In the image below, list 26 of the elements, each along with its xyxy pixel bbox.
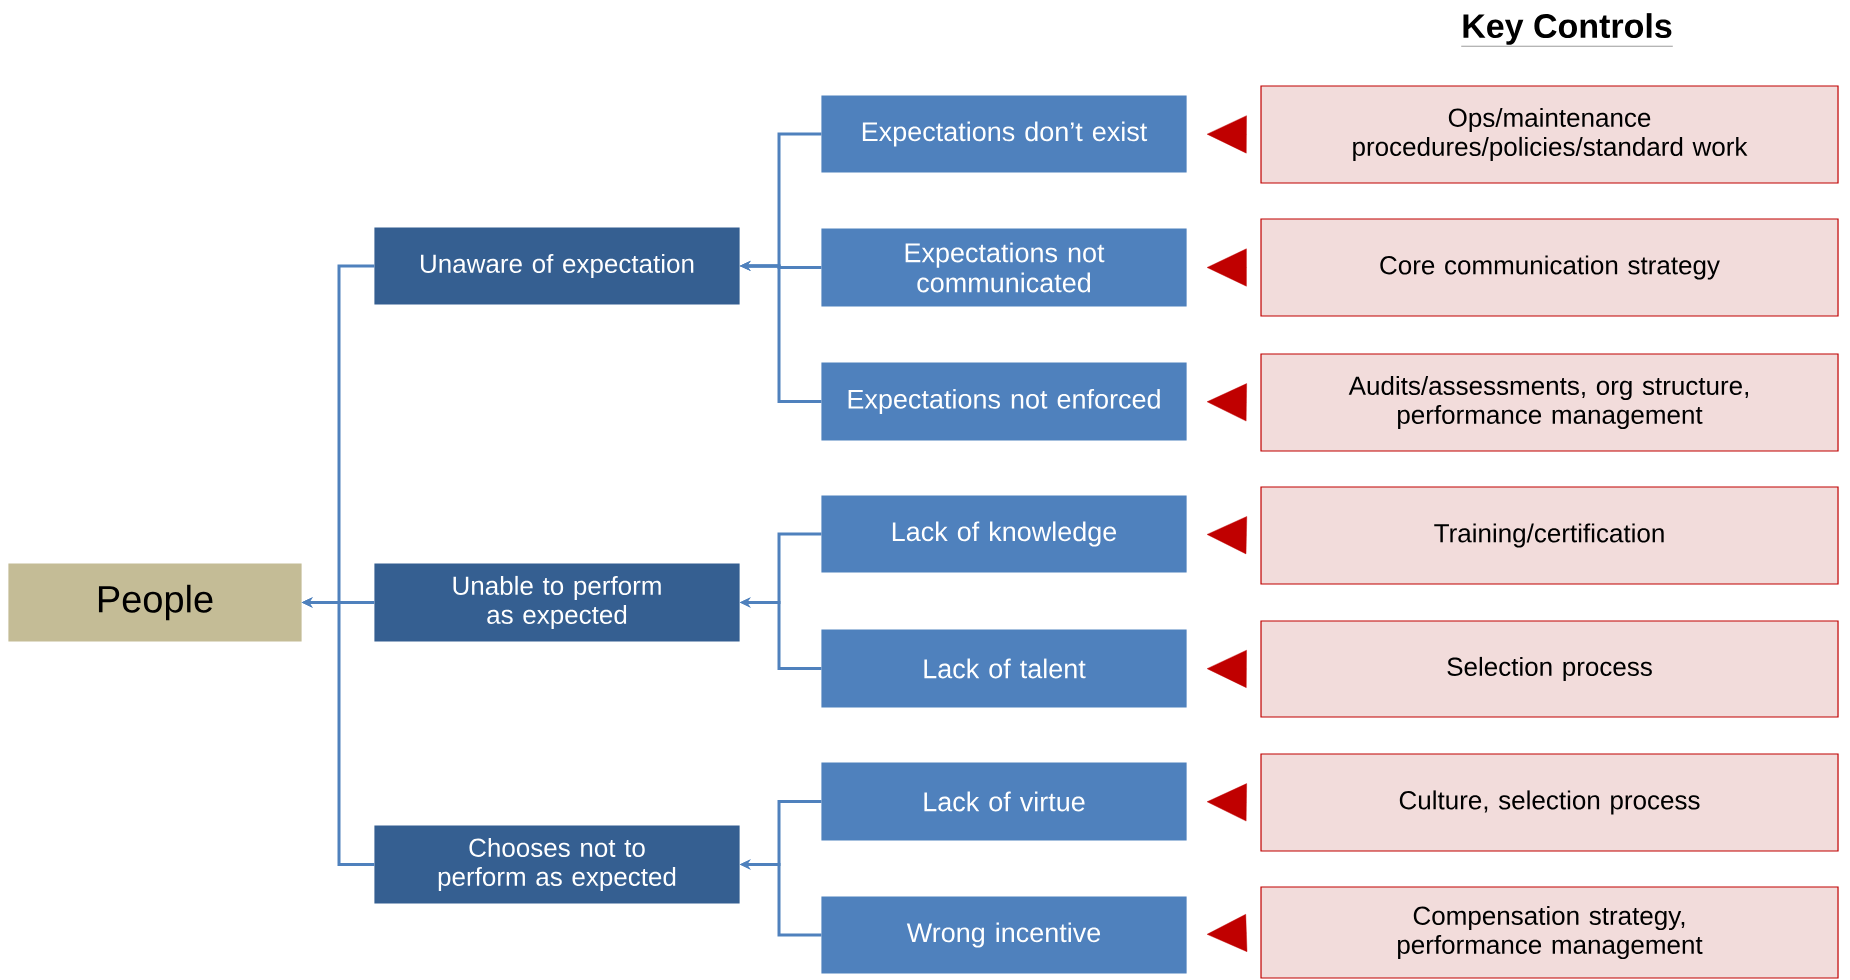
column-heading: Key Controls [1461, 13, 1673, 47]
cause-box: Lack of virtue [821, 762, 1187, 841]
category-box: Unaware of expectation [374, 227, 740, 305]
arrow [1206, 649, 1247, 688]
control-box: Training/certification [1260, 486, 1839, 585]
arrow [1206, 783, 1247, 822]
control-box: Core communication strategy [1260, 218, 1839, 317]
control-box: Ops/maintenance procedures/policies/standard work [1260, 85, 1839, 184]
control-box: Audits/assessments, org structure, performance management [1260, 353, 1839, 452]
root-box: People [8, 563, 302, 642]
arrow [1206, 115, 1247, 154]
arrow [1206, 914, 1248, 952]
arrow [1206, 516, 1247, 555]
cause-box: Wrong incentive [821, 896, 1187, 974]
cause-box: Expectations not communicated [821, 228, 1187, 307]
arrow [1206, 383, 1247, 422]
cause-box: Expectations don’t exist [821, 95, 1187, 173]
cause-box: Lack of knowledge [821, 495, 1187, 573]
control-box: Selection process [1260, 620, 1839, 718]
category-box: Chooses not to perform as expected [374, 825, 740, 904]
category-box: Unable to perform as expected [374, 563, 740, 642]
control-box: Compensation strategy, performance management [1260, 886, 1839, 979]
cause-box: Expectations not enforced [821, 362, 1187, 441]
control-box: Culture, selection process [1260, 753, 1839, 852]
arrow [1206, 248, 1247, 287]
cause-box: Lack of talent [821, 629, 1187, 708]
